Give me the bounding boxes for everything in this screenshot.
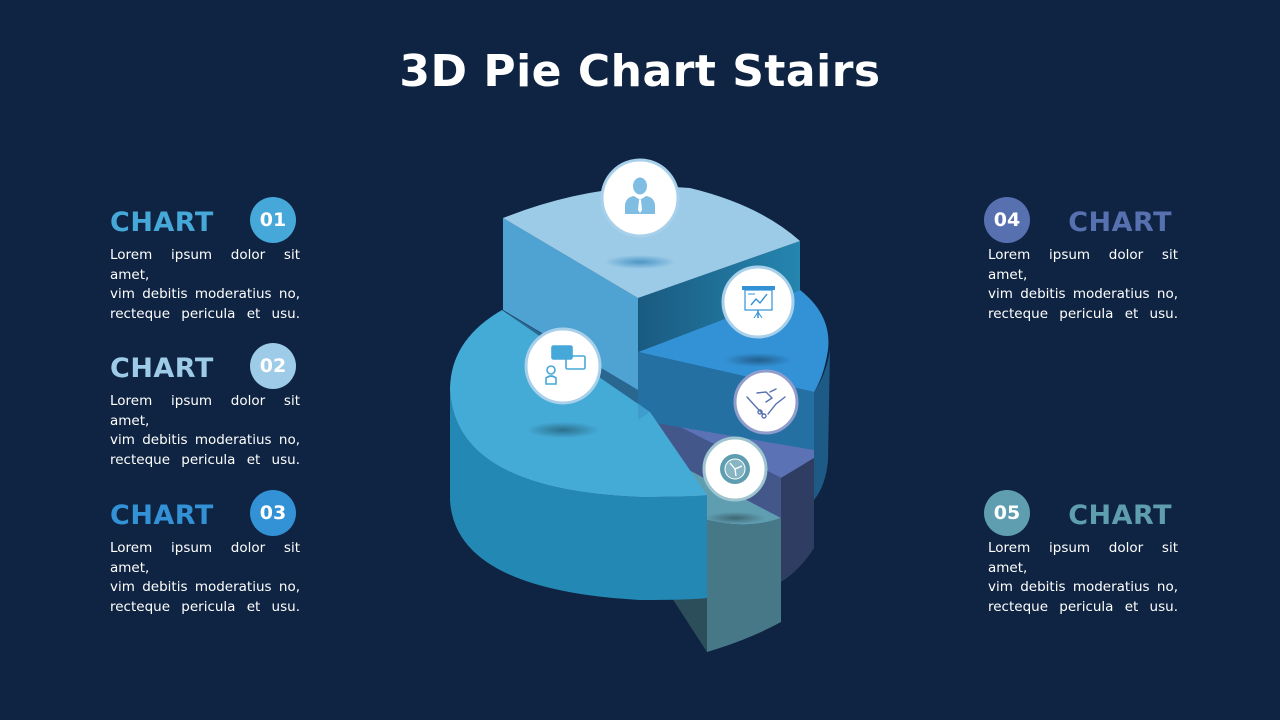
desc-line: vim debitis moderatius no,	[110, 579, 300, 595]
desc-line: Lorem ipsum dolor sit amet,	[110, 393, 300, 429]
chat-bubbles-icon	[545, 345, 586, 385]
presentation-board-icon	[742, 286, 775, 319]
desc-line: Lorem ipsum dolor sit amet,	[110, 247, 300, 283]
icon-circle-01	[600, 158, 680, 238]
clock-icon	[720, 454, 750, 484]
desc-line: vim debitis moderatius no,	[988, 579, 1178, 595]
item-label: CHART	[1068, 500, 1172, 531]
desc-line: recteque pericula et usu.	[988, 305, 1178, 322]
desc-line: recteque pericula et usu.	[110, 305, 300, 322]
businessman-icon	[625, 177, 655, 214]
desc-line: recteque pericula et usu.	[110, 598, 300, 615]
legend-item-01: CHART 01 Lorem ipsum dolor sit amet, vim…	[110, 197, 300, 324]
item-description: Lorem ipsum dolor sit amet, vim debitis …	[988, 539, 1178, 617]
legend-item-04: 04 CHART Lorem ipsum dolor sit amet, vim…	[984, 197, 1178, 324]
number-badge: 02	[250, 343, 296, 389]
desc-line: recteque pericula et usu.	[110, 451, 300, 468]
legend-item-02: CHART 02 Lorem ipsum dolor sit amet, vim…	[110, 343, 300, 470]
item-label: CHART	[110, 500, 214, 531]
number-badge: 01	[250, 197, 296, 243]
item-description: Lorem ipsum dolor sit amet, vim debitis …	[110, 246, 300, 324]
desc-line: Lorem ipsum dolor sit amet,	[988, 247, 1178, 283]
desc-line: Lorem ipsum dolor sit amet,	[110, 540, 300, 576]
item-label: CHART	[110, 207, 214, 238]
desc-line: vim debitis moderatius no,	[110, 286, 300, 302]
desc-line: vim debitis moderatius no,	[110, 432, 300, 448]
page-title: 3D Pie Chart Stairs	[399, 46, 881, 97]
icon-circle-03	[721, 265, 795, 339]
desc-line: recteque pericula et usu.	[988, 598, 1178, 615]
item-description: Lorem ipsum dolor sit amet, vim debitis …	[988, 246, 1178, 324]
legend-item-03: CHART 03 Lorem ipsum dolor sit amet, vim…	[110, 490, 300, 617]
icon-circle-04	[733, 369, 799, 435]
desc-line: vim debitis moderatius no,	[988, 286, 1178, 302]
number-badge: 04	[984, 197, 1030, 243]
item-description: Lorem ipsum dolor sit amet, vim debitis …	[110, 392, 300, 470]
number-badge: 05	[984, 490, 1030, 536]
desc-line: Lorem ipsum dolor sit amet,	[988, 540, 1178, 576]
slice-02	[450, 310, 707, 600]
handshake-icon	[746, 388, 786, 419]
icon-circle-05	[702, 436, 768, 502]
item-label: CHART	[110, 353, 214, 384]
icon-circle-02	[524, 327, 602, 405]
item-label: CHART	[1068, 207, 1172, 238]
legend-item-05: 05 CHART Lorem ipsum dolor sit amet, vim…	[984, 490, 1178, 617]
item-description: Lorem ipsum dolor sit amet, vim debitis …	[110, 539, 300, 617]
number-badge: 03	[250, 490, 296, 536]
